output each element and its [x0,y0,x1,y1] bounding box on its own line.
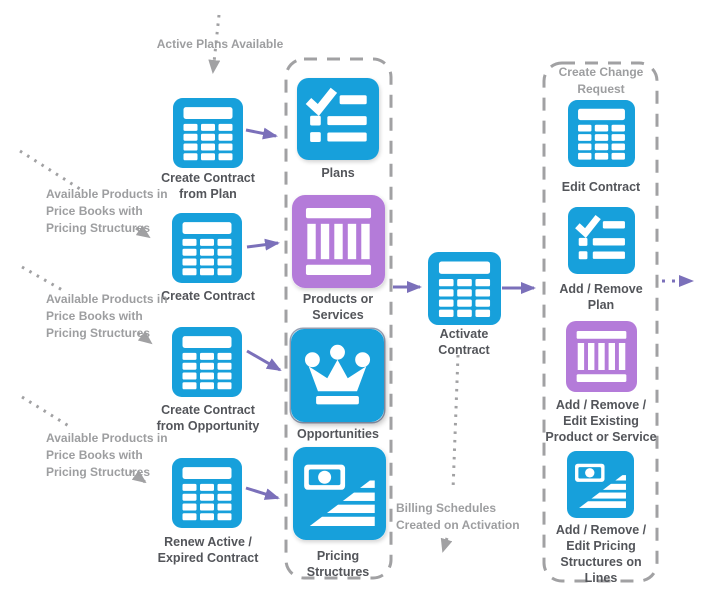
node-label-create-contract-from-opportunity: Create Contract from Opportunity [156,403,260,433]
plans-node [297,78,379,160]
checklist-icon [297,78,379,160]
node-label-opportunities: Opportunities [297,427,379,441]
dotted-arrow-active-plans [208,14,221,74]
table-icon [172,213,242,283]
dotted-line-billing-a [451,354,460,491]
node-label-activate-contract: Activate Contract [438,327,490,357]
node-label-plans: Plans [321,166,355,180]
add-remove-edit-product-node [566,321,637,392]
pricing-icon [567,451,634,518]
dotted-line-products-3a [21,395,73,430]
edit-contract-node [568,100,635,167]
table-icon [172,458,242,528]
plans-group-border [284,57,393,580]
node-label-create-contract: Create Contract [161,289,255,303]
arrow-renew-to-pricing [245,486,280,500]
node-label-add-remove-plan: Add / Remove Plan [559,282,643,312]
add-remove-plan-node [568,207,635,274]
node-label-renew-contract: Renew Active / Expired Contract [157,535,259,565]
add-remove-edit-pricing-node [567,451,634,518]
dotted-arrow-products-3b [129,469,147,484]
node-label-edit-contract: Edit Contract [561,180,641,194]
arrow-plan-to-plans [245,127,278,140]
annotation-change-request-header: Create Change Request [558,65,644,96]
node-label-add-remove-edit-pricing: Add / Remove / Edit Pricing Structures o… [555,523,647,585]
annotation-active-plans: Active Plans Available [156,37,284,51]
products-icon [566,321,637,392]
table-icon [568,100,635,167]
pricing-structures-node [293,447,386,540]
create-contract-node [172,213,242,283]
renew-contract-node [172,458,242,528]
table-icon [428,252,501,325]
arrow-opportunity-to-opportunities [246,349,282,372]
table-icon [173,98,243,168]
annotation-available-products-3: Available Products in Price Books with P… [46,431,168,479]
activate-contract-node [428,252,501,325]
arrow-contract-to-products [246,238,280,251]
dotted-line-products-2a [21,265,65,293]
pricing-icon [293,447,386,540]
node-label-add-remove-edit-product: Add / Remove / Edit Existing Product or … [545,398,657,444]
node-label-products-or-services: Products or Services [302,292,374,322]
dotted-arrow-billing-b [440,537,453,553]
annotation-billing-schedules: Billing Schedules Created on Activation [396,501,520,532]
checklist-icon [568,207,635,274]
annotation-available-products-1: Available Products in Price Books with P… [46,187,168,235]
crown-icon [291,329,384,422]
table-icon [172,327,242,397]
node-label-create-contract-from-plan: Create Contract from Plan [161,171,255,201]
products-or-services-node [292,195,385,288]
dotted-line-products-1a [19,149,81,191]
products-icon [292,195,385,288]
change-request-group-border [542,61,659,583]
create-contract-from-plan-node [173,98,243,168]
node-label-pricing-structures: Pricing Structures [306,549,370,579]
create-contract-from-opportunity-node [172,327,242,397]
annotation-available-products-2: Available Products in Price Books with P… [46,292,168,340]
opportunities-node [291,329,384,422]
